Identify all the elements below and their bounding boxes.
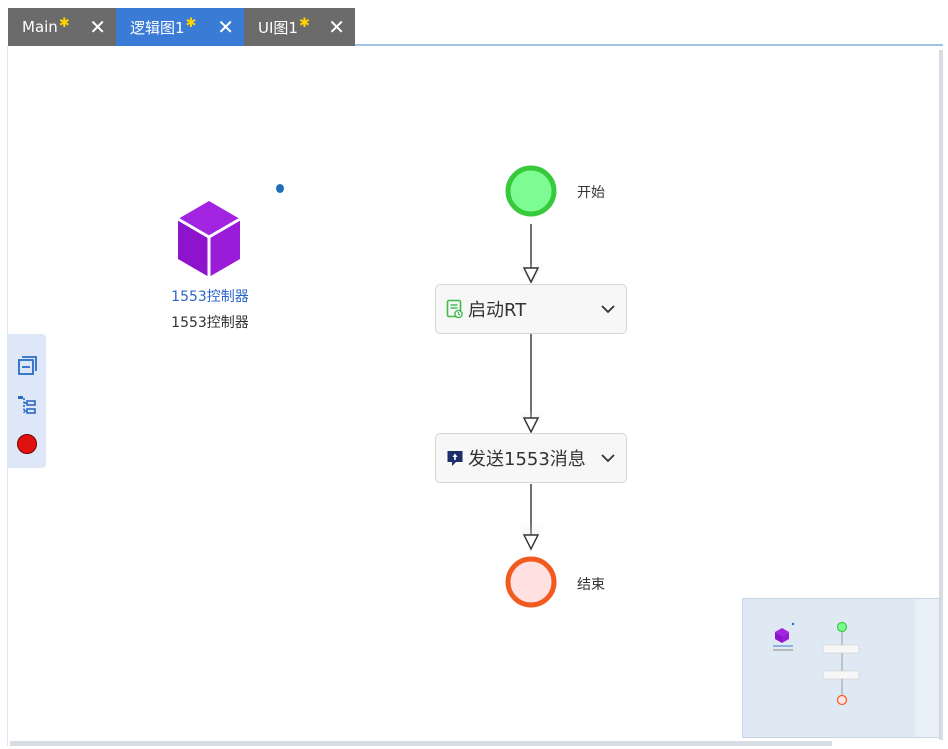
tab-logic-diagram[interactable]: 逻辑图1 ✱ ✕ [116, 8, 244, 46]
controller-cube-icon[interactable] [176, 199, 242, 279]
start-label: 开始 [577, 185, 605, 201]
document-icon [446, 299, 463, 319]
tab-main[interactable]: Main ✱ ✕ [8, 8, 116, 46]
tab-label: Main [22, 18, 58, 36]
controller-name[interactable]: 1553控制器 [171, 289, 249, 305]
step-label: 发送1553消息 [468, 449, 586, 470]
end-node[interactable] [505, 556, 557, 608]
step-send-message[interactable]: 发送1553消息 [435, 433, 627, 483]
end-label: 结束 [577, 577, 605, 593]
modified-indicator: ✱ [58, 15, 70, 31]
controller-type-label: 1553控制器 [171, 315, 249, 331]
modified-indicator: ✱ [298, 15, 310, 31]
step-start-rt[interactable]: 启动RT [435, 284, 627, 334]
close-icon[interactable]: ✕ [89, 15, 106, 39]
start-node[interactable] [505, 165, 557, 217]
minimap-viewport[interactable] [743, 599, 915, 737]
tab-label: 逻辑图1 [130, 18, 185, 37]
tree-icon [18, 396, 36, 414]
chevron-down-icon[interactable] [600, 301, 616, 317]
arrow-head [522, 534, 540, 551]
minimap-preview [773, 621, 860, 706]
diagram-canvas[interactable] [7, 46, 941, 746]
minimap[interactable] [742, 598, 940, 738]
vertical-scrollbar[interactable] [939, 50, 943, 740]
tab-bar: Main ✱ ✕ 逻辑图1 ✱ ✕ UI图1 ✱ ✕ [8, 8, 355, 46]
chevron-down-icon[interactable] [600, 450, 616, 466]
arrow-head [522, 267, 540, 284]
horizontal-scrollbar[interactable] [10, 741, 832, 746]
collapse-icon [18, 356, 37, 375]
close-icon[interactable]: ✕ [217, 15, 234, 39]
record-button[interactable] [15, 432, 39, 456]
arrow-head [522, 417, 540, 434]
connection-port[interactable] [276, 184, 284, 193]
tab-ui-diagram[interactable]: UI图1 ✱ ✕ [244, 8, 355, 46]
record-icon [17, 434, 37, 454]
tab-label: UI图1 [258, 18, 298, 37]
close-icon[interactable]: ✕ [328, 15, 345, 39]
step-label: 启动RT [468, 300, 527, 321]
left-toolbar [8, 334, 46, 468]
modified-indicator: ✱ [185, 15, 197, 31]
message-icon [447, 451, 463, 466]
tab-underline [355, 44, 943, 46]
tree-view-button[interactable] [15, 393, 39, 417]
collapse-button[interactable] [15, 354, 39, 378]
